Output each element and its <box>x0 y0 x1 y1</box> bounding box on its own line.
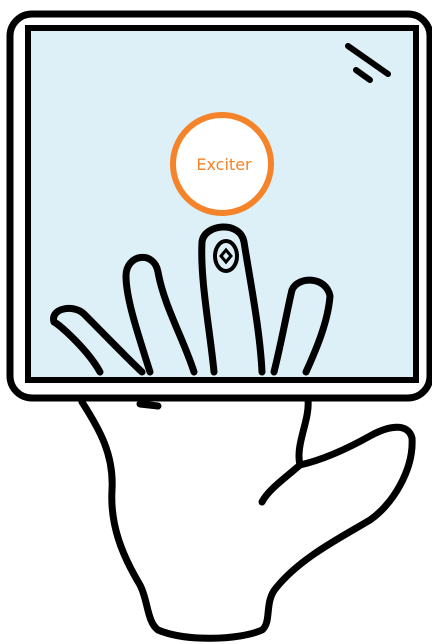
thumb-crease <box>262 465 300 502</box>
exciter-marker: Exciter <box>173 115 271 213</box>
hand-icon <box>82 400 412 638</box>
exciter-label: Exciter <box>196 155 252 174</box>
hand-outline <box>82 400 412 638</box>
palm-mark <box>140 404 158 406</box>
